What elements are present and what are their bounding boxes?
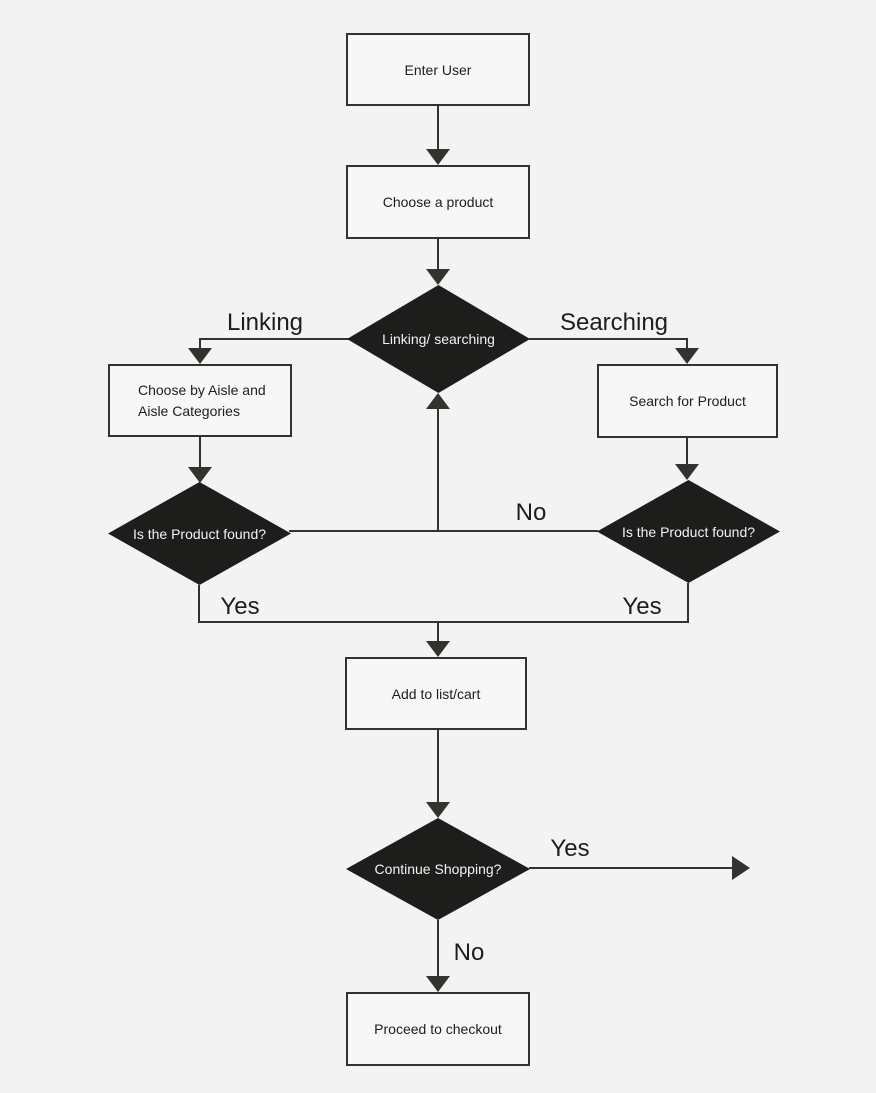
edge-linking-horizontal (199, 338, 349, 340)
edge-label-continue-yes: Yes (550, 835, 590, 862)
edge-no-horizontal (289, 530, 598, 532)
edge-label-yes-left: Yes (220, 593, 260, 620)
edge-searching-corner (686, 338, 688, 350)
edge-choose-to-decision (437, 239, 439, 271)
node-search-product-label: Search for Product (629, 393, 746, 409)
node-search-product: Search for Product (597, 364, 778, 438)
node-choose-product-label: Choose a product (382, 194, 494, 210)
edge-merge-to-cart (437, 622, 439, 643)
arrowhead-down-icon (426, 269, 450, 285)
arrowhead-right-icon (732, 856, 750, 880)
edge-linking-corner (199, 338, 201, 350)
arrowhead-down-icon (426, 149, 450, 165)
node-proceed-checkout: Proceed to checkout (346, 992, 530, 1066)
edge-yes-right-vertical (687, 583, 689, 623)
node-found-right-label: Is the Product found? (621, 523, 756, 540)
node-choose-aisle: Choose by Aisle and Aisle Categories (108, 364, 292, 437)
node-continue-shopping-label: Continue Shopping? (374, 861, 502, 877)
edge-no-feedback-vertical (437, 407, 439, 532)
node-found-left-label: Is the Product found? (132, 525, 267, 542)
edge-aisle-to-found-left (199, 437, 201, 469)
edge-cart-to-continue (437, 730, 439, 804)
arrowhead-down-icon (675, 348, 699, 364)
node-continue-shopping: Continue Shopping? (346, 818, 530, 920)
edge-continue-yes-horizontal (529, 867, 734, 869)
arrowhead-down-icon (188, 467, 212, 483)
node-enter-user: Enter User (346, 33, 530, 106)
arrowhead-down-icon (426, 976, 450, 992)
edge-searching-horizontal (529, 338, 688, 340)
arrowhead-down-icon (675, 464, 699, 480)
node-add-to-cart: Add to list/cart (345, 657, 527, 730)
arrowhead-up-icon (426, 393, 450, 409)
edge-label-linking: Linking (226, 309, 304, 336)
node-linking-searching: Linking/ searching (347, 285, 530, 393)
node-proceed-checkout-label: Proceed to checkout (374, 1021, 502, 1037)
edge-enter-to-choose (437, 106, 439, 151)
edge-yes-left-vertical (198, 585, 200, 623)
node-linking-searching-label: Linking/ searching (382, 331, 495, 347)
edge-label-no-back: No (515, 499, 547, 526)
node-found-right: Is the Product found? (597, 480, 780, 583)
node-enter-user-label: Enter User (404, 61, 472, 78)
edge-label-yes-right: Yes (622, 593, 662, 620)
node-choose-product: Choose a product (346, 165, 530, 239)
node-choose-aisle-label: Choose by Aisle and Aisle Categories (138, 381, 266, 419)
edge-search-to-found-right (686, 438, 688, 466)
arrowhead-down-icon (426, 802, 450, 818)
edge-label-searching: Searching (559, 309, 669, 336)
arrowhead-down-icon (188, 348, 212, 364)
edge-label-continue-no: No (453, 939, 485, 966)
node-found-left: Is the Product found? (108, 482, 291, 585)
arrowhead-down-icon (426, 641, 450, 657)
edge-continue-no-vertical (437, 920, 439, 978)
node-add-to-cart-label: Add to list/cart (391, 685, 481, 702)
edge-yes-merge-horizontal (198, 621, 689, 623)
